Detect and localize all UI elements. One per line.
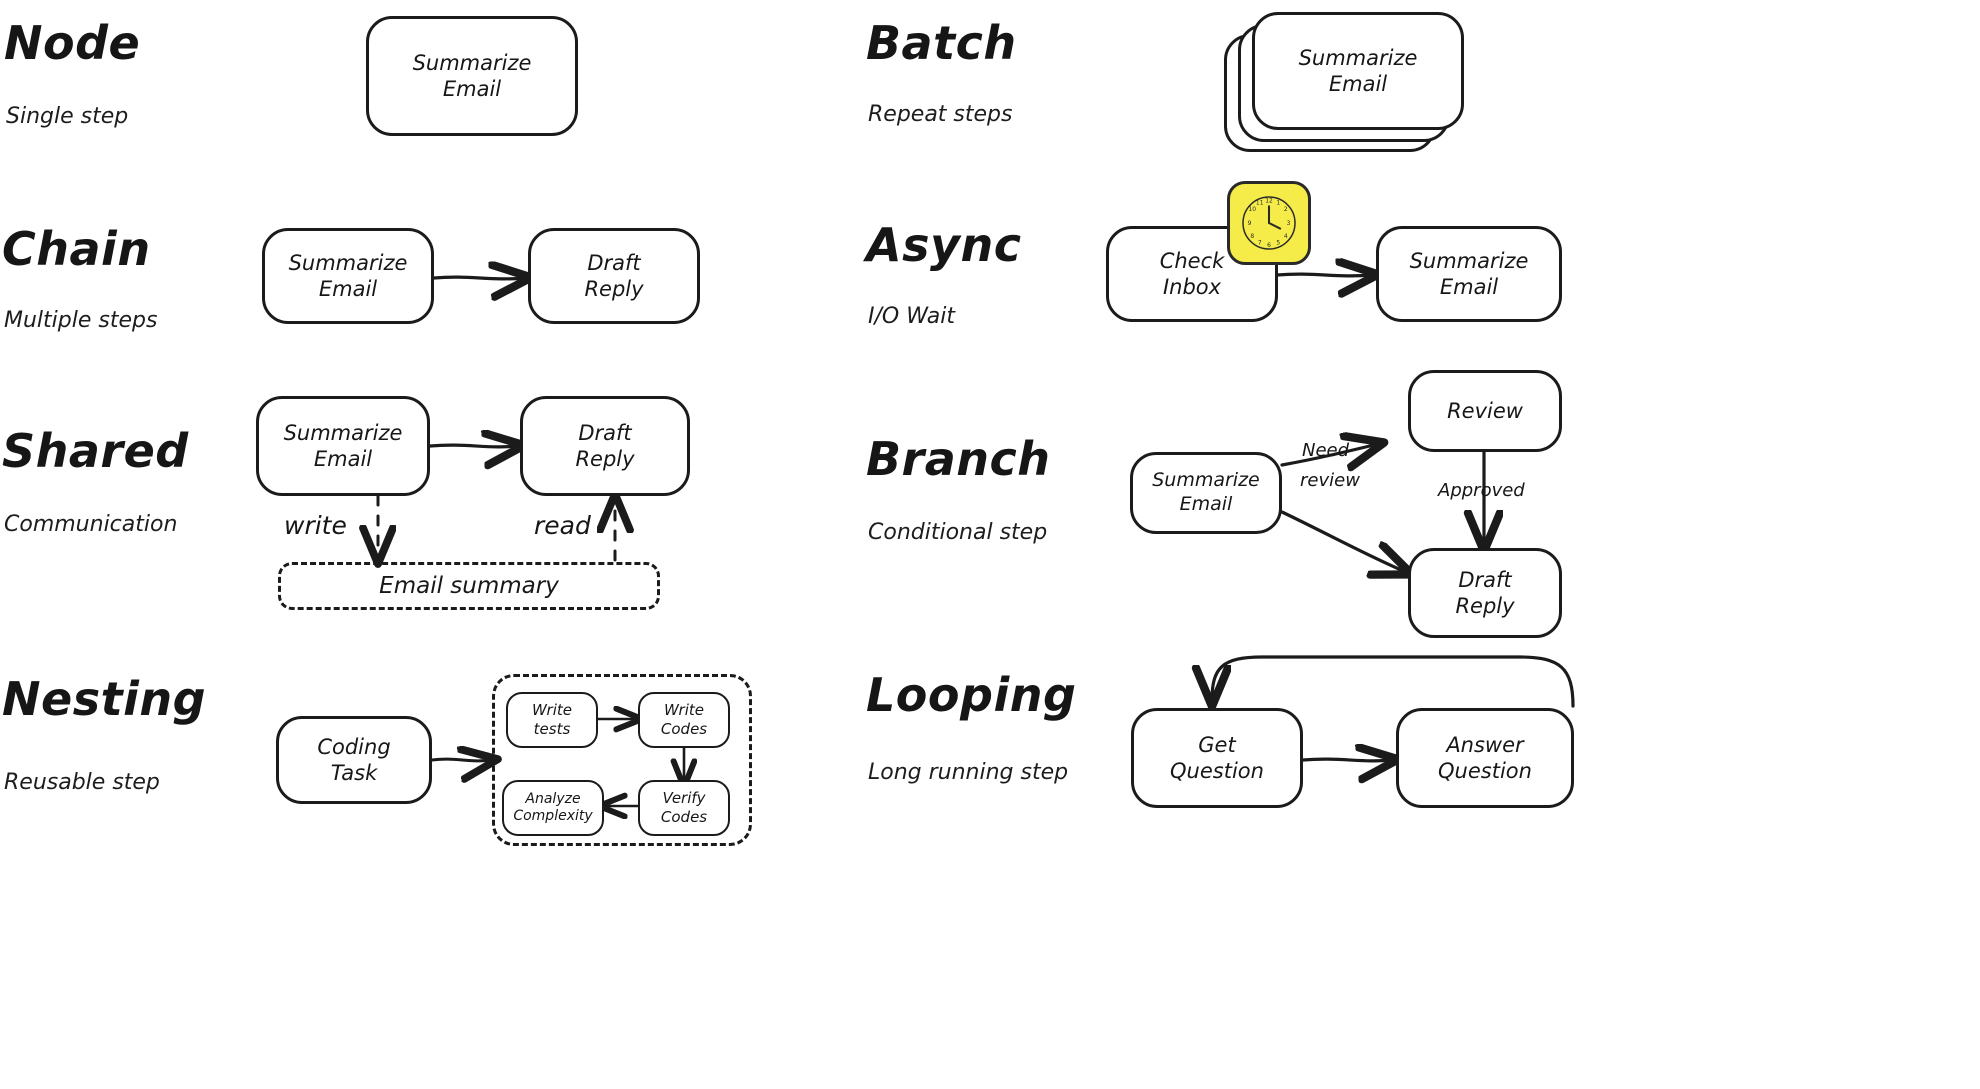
looping-box-get-question[interactable]: Get Question xyxy=(1131,708,1303,808)
section-title-batch: Batch xyxy=(866,16,1017,70)
svg-text:7: 7 xyxy=(1258,239,1262,246)
branch-box-draft-reply[interactable]: Draft Reply xyxy=(1408,548,1562,638)
node-label: Answer Question xyxy=(1438,732,1532,783)
branch-label-review: review xyxy=(1300,470,1360,491)
section-title-nesting: Nesting xyxy=(2,672,207,726)
svg-text:10: 10 xyxy=(1249,206,1257,213)
shared-arrow-main xyxy=(428,445,518,447)
shared-edge-label-write: write xyxy=(284,511,347,540)
node-label: Coding Task xyxy=(317,734,391,785)
section-subtitle-shared: Communication xyxy=(4,512,178,537)
branch-box-summarize-email[interactable]: Summarize Email xyxy=(1130,452,1282,534)
section-title-async: Async xyxy=(866,218,1022,272)
node-label: Summarize Email xyxy=(1152,469,1260,515)
svg-text:5: 5 xyxy=(1276,239,1280,246)
batch-card-front[interactable]: Summarize Email xyxy=(1252,12,1464,130)
chain-box-draft-reply[interactable]: Draft Reply xyxy=(528,228,700,324)
branch-box-review[interactable]: Review xyxy=(1408,370,1562,452)
node-label: Write Codes xyxy=(660,701,708,738)
node-label: Draft Reply xyxy=(1455,567,1515,618)
branch-label-need: Need xyxy=(1302,440,1350,461)
shared-box-draft-reply[interactable]: Draft Reply xyxy=(520,396,690,496)
section-subtitle-node: Single step xyxy=(6,104,129,129)
svg-text:12: 12 xyxy=(1265,198,1273,205)
branch-arrow-direct xyxy=(1280,510,1406,572)
nesting-box-write-tests[interactable]: Write tests xyxy=(506,692,598,748)
node-label: Draft Reply xyxy=(584,250,644,301)
chain-arrow xyxy=(432,277,525,279)
shared-box-summarize-email[interactable]: Summarize Email xyxy=(256,396,430,496)
nesting-box-verify-codes[interactable]: Verify Codes xyxy=(638,780,730,836)
branch-arrow-review xyxy=(1280,444,1378,465)
chain-box-summarize-email[interactable]: Summarize Email xyxy=(262,228,434,324)
section-subtitle-branch: Conditional step xyxy=(868,520,1048,545)
section-title-node: Node xyxy=(4,16,141,70)
node-label: Summarize Email xyxy=(288,250,408,301)
section-subtitle-nesting: Reusable step xyxy=(4,770,160,795)
svg-text:9: 9 xyxy=(1248,220,1252,227)
nesting-box-analyze-complexity[interactable]: Analyze Complexity xyxy=(502,780,604,836)
node-label: Draft Reply xyxy=(575,420,635,471)
section-title-looping: Looping xyxy=(866,668,1077,722)
node-label: Summarize Email xyxy=(1409,248,1529,299)
looping-arrow-forward xyxy=(1301,759,1392,761)
svg-text:8: 8 xyxy=(1250,233,1254,240)
svg-text:6: 6 xyxy=(1267,242,1271,249)
shared-edge-label-read: read xyxy=(534,511,591,540)
nesting-box-coding-task[interactable]: Coding Task xyxy=(276,716,432,804)
node-label: Summarize Email xyxy=(412,50,532,101)
nesting-arrow-in xyxy=(430,759,492,761)
shared-store-email-summary[interactable]: Email summary xyxy=(278,562,660,610)
nesting-box-write-codes[interactable]: Write Codes xyxy=(638,692,730,748)
node-label: Check Inbox xyxy=(1159,248,1225,299)
svg-text:4: 4 xyxy=(1284,233,1288,240)
node-label: Get Question xyxy=(1170,732,1264,783)
section-title-branch: Branch xyxy=(866,432,1051,486)
async-box-summarize-email[interactable]: Summarize Email xyxy=(1376,226,1562,322)
node-box-summarize-email[interactable]: Summarize Email xyxy=(366,16,578,136)
section-subtitle-looping: Long running step xyxy=(868,760,1069,785)
node-label: Review xyxy=(1447,398,1523,423)
section-subtitle-batch: Repeat steps xyxy=(868,102,1013,127)
node-label: Verify Codes xyxy=(660,789,708,826)
node-label: Analyze Complexity xyxy=(513,790,593,825)
section-title-chain: Chain xyxy=(2,222,151,276)
svg-text:3: 3 xyxy=(1287,220,1291,227)
node-label: Write tests xyxy=(531,701,572,738)
nesting-subflow-group xyxy=(492,674,752,846)
svg-text:11: 11 xyxy=(1256,199,1264,206)
section-subtitle-async: I/O Wait xyxy=(868,304,955,329)
svg-text:2: 2 xyxy=(1284,206,1288,213)
section-title-shared: Shared xyxy=(2,424,189,478)
branch-label-approved: Approved xyxy=(1438,480,1525,501)
looping-arrow-back xyxy=(1212,655,1575,706)
async-arrow xyxy=(1275,274,1372,276)
node-label: Summarize Email xyxy=(1298,45,1418,96)
looping-box-answer-question[interactable]: Answer Question xyxy=(1396,708,1574,808)
svg-text:1: 1 xyxy=(1276,199,1280,206)
section-subtitle-chain: Multiple steps xyxy=(4,308,158,333)
node-label: Summarize Email xyxy=(283,420,403,471)
shared-store-label: Email summary xyxy=(379,573,559,599)
